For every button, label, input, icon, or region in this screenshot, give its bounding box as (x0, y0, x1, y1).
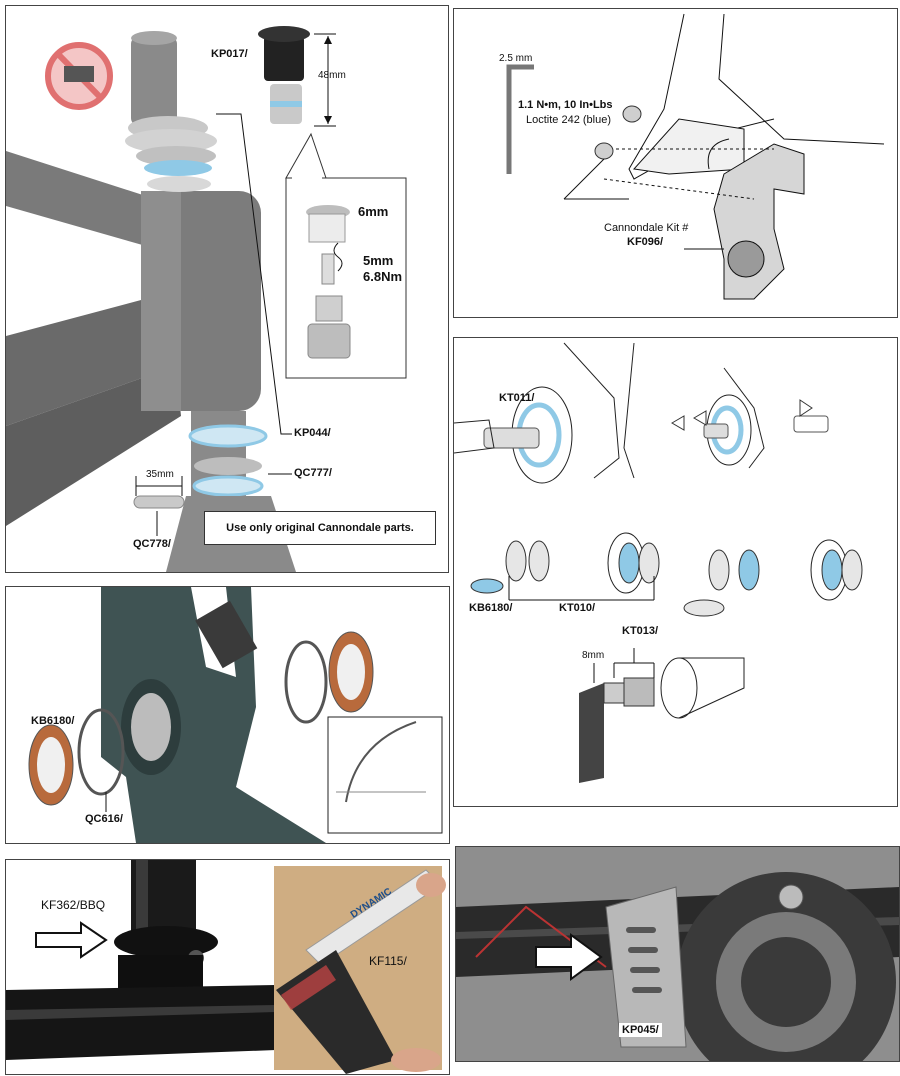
kp017-label: KP017/ (211, 48, 248, 60)
notice-text: Use only original Cannondale parts. (226, 522, 414, 534)
seatpost-panel: KF362/BBQ KF115/ DYNAMIC (5, 859, 450, 1075)
loctite-label: Loctite 242 (blue) (526, 114, 611, 126)
dropout-illustration (506, 13, 885, 300)
bb-tools-panel: KT011/ KB6180/ KT010/ KT013/ 8mm (453, 337, 898, 807)
kit-label: Cannondale Kit # (604, 222, 689, 234)
bb-tools-illustration (454, 342, 863, 783)
qc778-label: QC778/ (133, 538, 171, 550)
kf096-label: KF096/ (627, 236, 664, 248)
dropout-torque-label: 1.1 N•m, 10 In•Lbs (518, 99, 613, 111)
chainguard-illustration (456, 847, 899, 1061)
bb-shell-panel: KB6180/ QC616/ (5, 586, 450, 844)
wrench-size-label: 2.5 mm (499, 53, 533, 64)
kt011-label: KT011/ (499, 392, 535, 404)
dim-8-label: 8mm (582, 650, 605, 661)
bb-shell-illustration (28, 587, 443, 843)
kf362-label: KF362/BBQ (41, 898, 106, 912)
headset-illustration (6, 26, 407, 572)
kp044-label: KP044/ (294, 427, 331, 439)
kp045-label: KP045/ (619, 1023, 662, 1037)
torque-label: 6.8Nm (363, 269, 403, 284)
kt010-label: KT010/ (559, 602, 596, 614)
kt013-label: KT013/ (622, 625, 659, 637)
qc777-label: QC777/ (294, 467, 332, 479)
bolt-5-label: 5mm (363, 253, 394, 268)
seatpost-illustration (6, 860, 446, 1074)
kf115-label: KF115/ (369, 954, 407, 968)
bolt-6-label: 6mm (358, 204, 389, 219)
dropout-panel: 2.5 mm 1.1 N•m, 10 In•Lbs Loctite 242 (b… (453, 8, 898, 318)
headset-panel: KP017/ 48mm 6mm 5mm 6.8Nm KP044/ QC777/ … (5, 5, 449, 573)
dim-35-label: 35mm (146, 469, 174, 480)
qc616-label: QC616/ (85, 813, 123, 825)
dim-48-label: 48mm (318, 70, 346, 81)
chainguard-panel: KP045/ (455, 846, 900, 1062)
bb-kb6180-label: KB6180/ (469, 602, 513, 614)
original-parts-notice: Use only original Cannondale parts. (204, 511, 436, 545)
shell-kb6180-label: KB6180/ (31, 715, 75, 727)
